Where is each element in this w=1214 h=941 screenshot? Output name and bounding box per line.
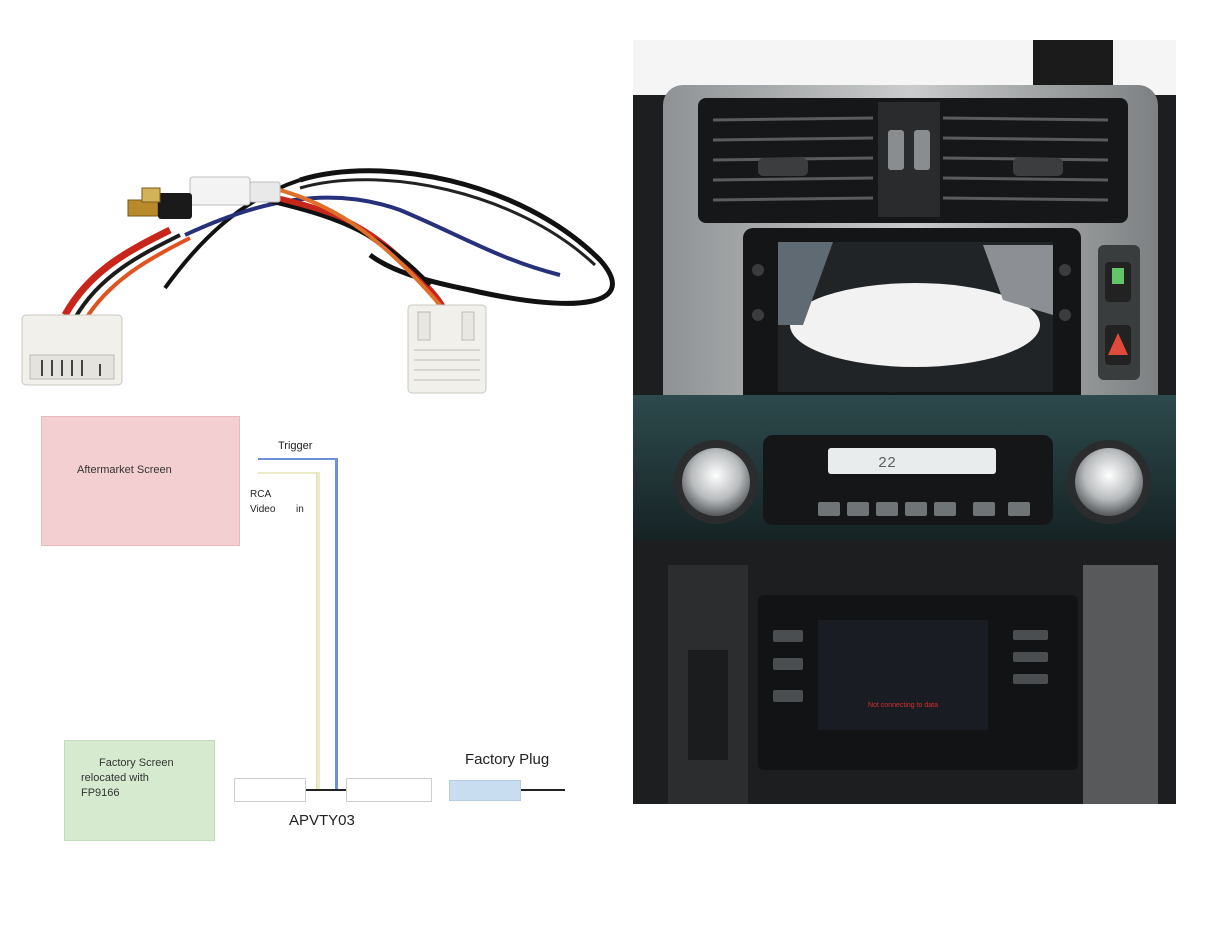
video-wire-vertical <box>316 472 320 790</box>
in-label: in <box>296 504 304 515</box>
temp-display-text: 22 <box>878 455 896 472</box>
factory-screen-box: Factory Screen relocated with FP9166 <box>64 740 215 841</box>
harness-junction-line <box>306 789 346 791</box>
harness-right-connector <box>346 778 432 802</box>
factory-screen-line1: Factory Screen <box>99 757 174 769</box>
rca-label: RCA <box>250 489 272 500</box>
harness-left-connector <box>234 778 306 802</box>
aftermarket-screen-label: Aftermarket Screen <box>77 464 172 476</box>
dashboard-illustration: 22 Not connecting to data <box>633 40 1176 804</box>
factory-screen-line2: relocated with <box>81 772 149 784</box>
harness-illustration <box>21 168 615 394</box>
part-number-label: APVTY03 <box>289 812 355 829</box>
factory-screen-line3: FP9166 <box>81 787 120 799</box>
trigger-wire-vertical <box>335 458 338 790</box>
factory-plug <box>449 780 521 801</box>
harness-photo <box>0 140 630 410</box>
video-wire <box>258 472 318 474</box>
aftermarket-screen-box: Aftermarket Screen <box>41 416 240 546</box>
lower-screen-text: Not connecting to data <box>868 702 938 709</box>
factory-plug-wire <box>521 789 565 791</box>
video-label: Video <box>250 504 276 515</box>
trigger-wire <box>258 458 338 460</box>
dashboard-photo: 22 Not connecting to data <box>633 40 1176 804</box>
trigger-label: Trigger <box>278 440 313 452</box>
factory-plug-label: Factory Plug <box>465 751 550 768</box>
